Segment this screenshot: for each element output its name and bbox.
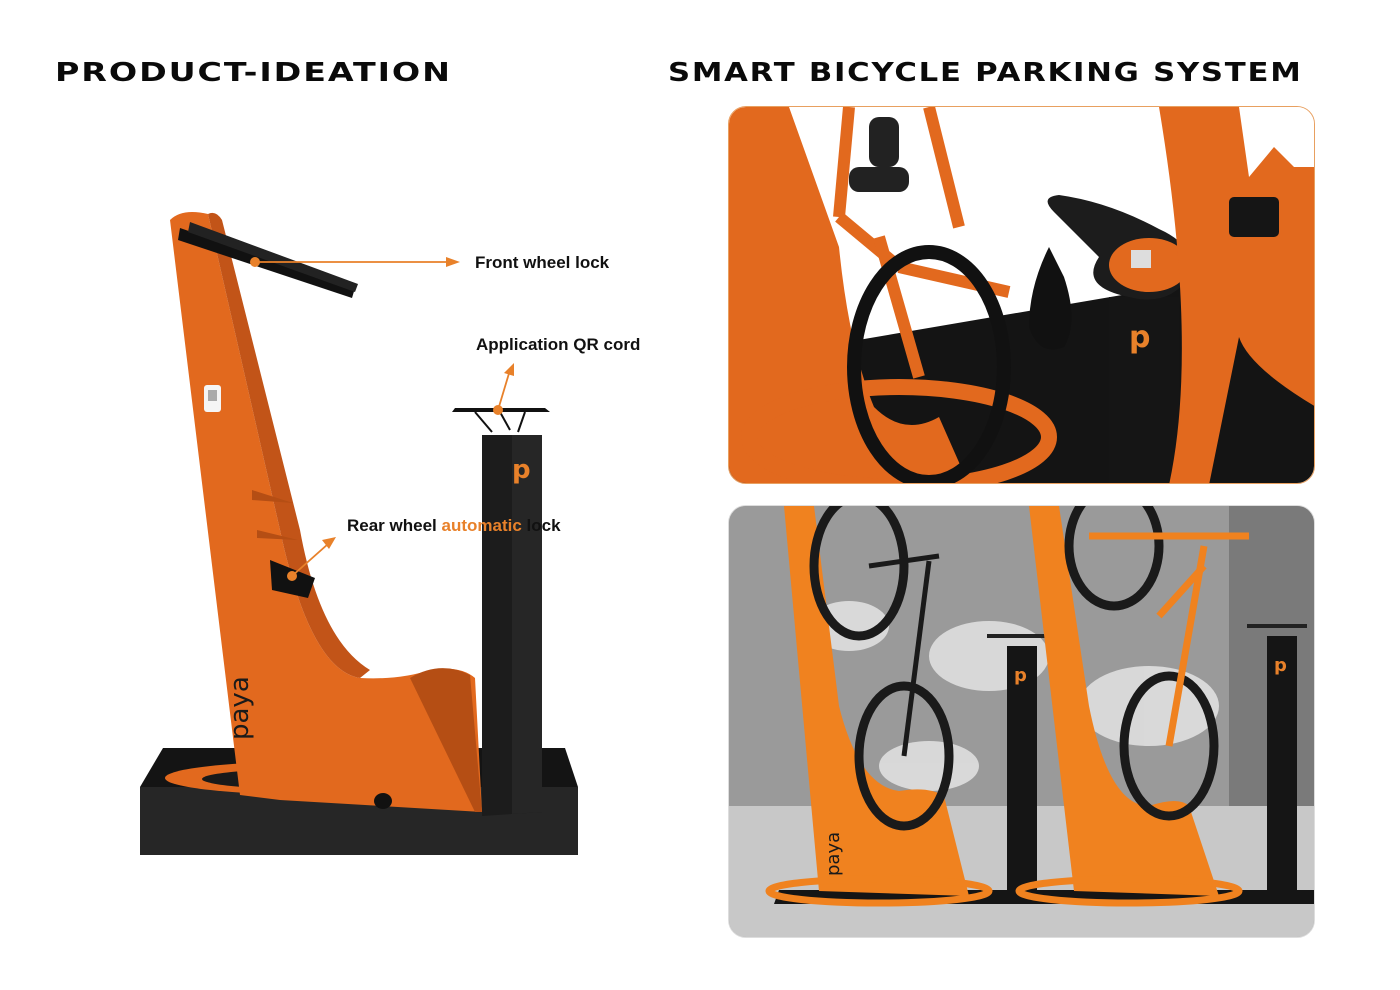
pillar-p-icon: p [1014, 665, 1027, 686]
product-render: paya p [130, 200, 600, 860]
qr-code-label: Application QR cord [476, 335, 641, 354]
paya-logo: paya [225, 676, 255, 740]
paya-logo: paya [823, 832, 844, 876]
bike-stand-illustration: paya p [140, 212, 578, 855]
pillar-p-icon: p [1129, 320, 1150, 355]
rear-wheel-label-text: Rear wheel [347, 516, 442, 535]
front-wheel-lock-label: Front wheel lock [475, 253, 610, 272]
lock-label-text: lock [521, 516, 561, 535]
page-title-product-ideation: PRODUCT-IDEATION [55, 58, 452, 88]
pillar-p-icon: p [1274, 655, 1287, 676]
scene-photo: paya p p [728, 505, 1315, 938]
page-title-smart-bicycle-parking: SMART BICYCLE PARKING SYSTEM [668, 58, 1303, 88]
automatic-accent-text: automatic [441, 516, 522, 535]
rear-wheel-lock-label: Rear wheel automatic lock [347, 516, 561, 536]
closeup-photo: p [728, 106, 1315, 484]
pillar-p-icon: p [512, 455, 531, 485]
